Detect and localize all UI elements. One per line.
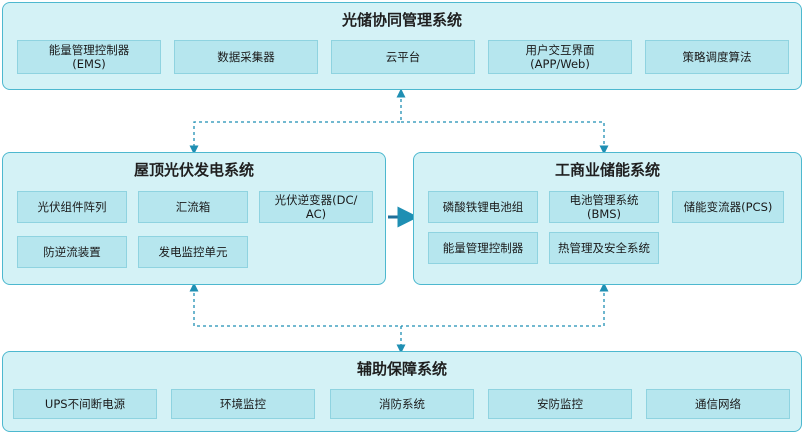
storage-item-battery[interactable]: 磷酸铁锂电池组 <box>428 191 538 223</box>
aux-item-network[interactable]: 通信网络 <box>646 389 790 419</box>
aux-item-fire[interactable]: 消防系统 <box>330 389 474 419</box>
top-item-cloud[interactable]: 云平台 <box>331 40 475 74</box>
panel-pv: 屋顶光伏发电系统 光伏组件阵列 汇流箱 光伏逆变器(DC/ AC) 防逆流装置 … <box>2 152 386 285</box>
pv-item-inverter[interactable]: 光伏逆变器(DC/ AC) <box>259 191 373 223</box>
panel-top: 光储协同管理系统 能量管理控制器 (EMS) 数据采集器 云平台 用户交互界面 … <box>2 2 802 90</box>
connector-pv-aux <box>189 282 406 354</box>
pv-item-anti-backflow[interactable]: 防逆流装置 <box>17 236 127 268</box>
top-item-strategy[interactable]: 策略调度算法 <box>645 40 789 74</box>
pv-item-array[interactable]: 光伏组件阵列 <box>17 191 127 223</box>
top-item-ui[interactable]: 用户交互界面 (APP/Web) <box>488 40 632 74</box>
storage-item-thermal-safety[interactable]: 热管理及安全系统 <box>549 232 659 264</box>
pv-item-monitor[interactable]: 发电监控单元 <box>138 236 248 268</box>
connector-top-storage <box>401 121 609 155</box>
panel-aux-title: 辅助保障系统 <box>356 360 447 378</box>
panel-storage: 工商业储能系统 磷酸铁锂电池组 电池管理系统 (BMS) 储能变流器(PCS) … <box>413 152 802 285</box>
aux-item-ups[interactable]: UPS不间断电源 <box>13 389 157 419</box>
pv-item-combiner[interactable]: 汇流箱 <box>138 191 248 223</box>
panel-storage-title: 工商业储能系统 <box>554 161 660 179</box>
top-item-data-collector[interactable]: 数据采集器 <box>174 40 318 74</box>
aux-item-env-monitor[interactable]: 环境监控 <box>171 389 315 419</box>
aux-item-security[interactable]: 安防监控 <box>488 389 632 419</box>
panel-aux: 辅助保障系统 UPS不间断电源 环境监控 消防系统 安防监控 通信网络 <box>2 351 802 432</box>
connector-top-pv <box>189 88 406 155</box>
storage-item-bms[interactable]: 电池管理系统 (BMS) <box>549 191 659 223</box>
storage-item-pcs[interactable]: 储能变流器(PCS) <box>672 191 784 223</box>
top-item-ems[interactable]: 能量管理控制器 (EMS) <box>17 40 161 74</box>
panel-pv-title: 屋顶光伏发电系统 <box>133 161 254 179</box>
storage-item-ems[interactable]: 能量管理控制器 <box>428 232 538 264</box>
connector-storage-aux <box>401 282 609 327</box>
panel-top-title: 光储协同管理系统 <box>341 11 462 29</box>
